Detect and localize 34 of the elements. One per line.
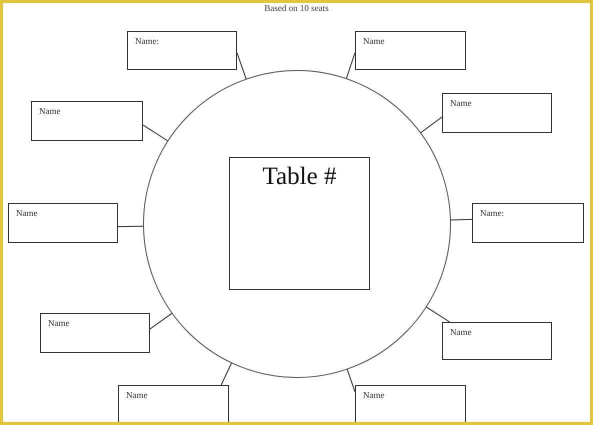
name-label: Name:: [135, 36, 159, 46]
name-label: Name: [363, 390, 384, 400]
table-number-label: Table #: [262, 162, 336, 192]
name-label: Name: [39, 106, 60, 116]
connector-line: [420, 116, 442, 134]
name-label: Name: [16, 208, 38, 218]
name-label: Name: [363, 36, 384, 46]
seat-name-box: [355, 31, 466, 70]
seat-name-box: [31, 101, 143, 141]
connector-line: [346, 52, 356, 80]
seat-name-box: [8, 203, 118, 243]
seat-name-box: [118, 385, 229, 425]
seat-name-box: [442, 322, 552, 360]
connector-line: [220, 362, 232, 386]
seat-name-box: [127, 31, 237, 70]
connector-line: [118, 226, 144, 228]
title: Based on 10 seats: [264, 3, 329, 13]
connector-line: [450, 218, 472, 220]
name-label: Name: [48, 318, 70, 328]
seat-name-box: [40, 313, 150, 353]
connector-line: [142, 124, 168, 142]
name-label: Name: [450, 98, 472, 108]
connector-line: [426, 306, 450, 322]
round-table-circle: [143, 70, 451, 378]
seat-name-box: [442, 93, 552, 133]
name-label: Name: [126, 390, 148, 400]
name-label: Name: [450, 327, 472, 337]
connector-line: [150, 312, 173, 330]
connector-line: [236, 52, 247, 80]
name-label: Name:: [480, 208, 504, 218]
connector-line: [346, 368, 356, 392]
seat-name-box: [355, 385, 466, 425]
seat-name-box: [472, 203, 584, 243]
table-number-box: [229, 157, 370, 290]
